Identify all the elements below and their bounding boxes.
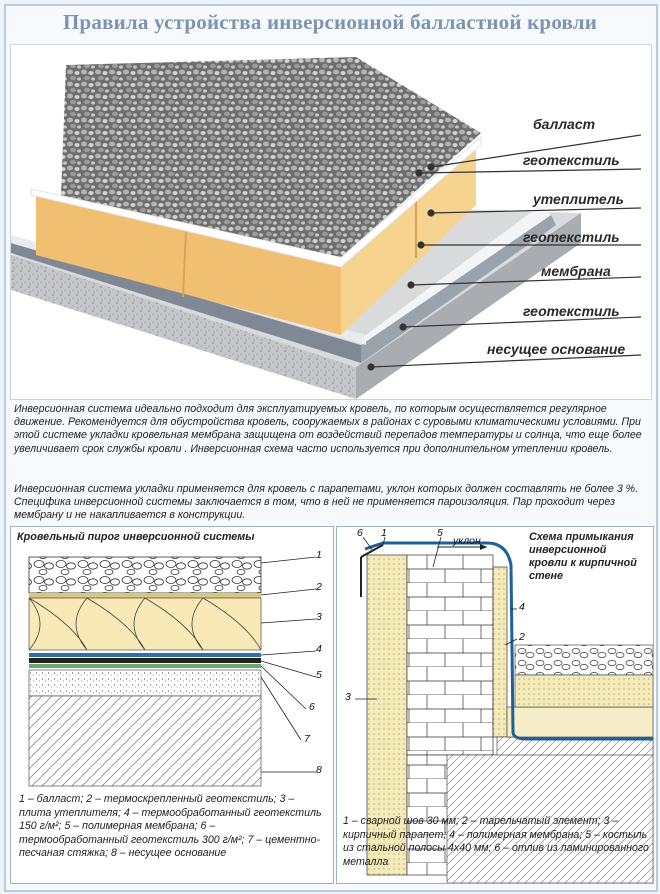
ballast-top: [61, 57, 481, 257]
paragraph-inversion-usage: Инверсионная система идеально подходит д…: [14, 403, 642, 455]
insulation-curves: [28, 597, 262, 651]
roof-ballast: [514, 644, 653, 676]
pie-num-3: 3: [316, 611, 322, 623]
parapet-num-4: 4: [519, 601, 525, 613]
insulation-joint: [182, 229, 187, 298]
membrane-side: [361, 215, 556, 363]
layer-geotextile-150: [29, 653, 261, 657]
label-insulation: утеплитель: [533, 191, 624, 207]
slope-arrowhead: [480, 544, 487, 550]
membrane-front: [11, 243, 361, 363]
layer-screed: [28, 669, 262, 697]
pie-num-4: 4: [316, 643, 322, 655]
parapet-num-3: 3: [345, 691, 351, 703]
parapet-plaster-right: [492, 566, 508, 738]
roof-base-slab: [446, 754, 653, 883]
insulation-side: [341, 145, 476, 335]
paragraph-inversion-specifics: Инверсионная система укладки применяется…: [14, 483, 639, 522]
pie-num-2: 2: [316, 581, 322, 593]
layer-geotextile-300: [29, 664, 261, 668]
label-base: несущее основание: [487, 341, 626, 357]
parapet-num-2: 2: [519, 631, 525, 643]
pie-num-6: 6: [309, 701, 315, 713]
parapet-brick: [406, 554, 494, 756]
pie-num-5: 5: [316, 669, 322, 681]
parapet-title: Схема примыкания инверсионной кровли к к…: [529, 531, 637, 582]
parapet-num-1: 1: [381, 527, 387, 539]
slope-label: уклон: [453, 535, 481, 547]
parapet-panel: Схема примыкания инверсионной кровли к к…: [336, 526, 654, 884]
flashing: [360, 544, 384, 597]
parapet-drawing: [355, 536, 653, 883]
pie-num-1: 1: [316, 549, 322, 561]
pie-num-7: 7: [304, 733, 310, 745]
roof-pie-drawing: [28, 556, 317, 787]
layer-membrane: [29, 658, 261, 663]
roof-layers-drawing: [11, 57, 642, 399]
pie-leaders: [260, 556, 317, 773]
base-side: [356, 213, 581, 399]
roof-screed: [514, 674, 653, 708]
layer-insulation: [28, 597, 262, 651]
label-geotextile-3: геотекстиль: [523, 303, 620, 319]
label-membrane: мембрана: [541, 263, 611, 279]
insulation-front: [36, 195, 341, 335]
leader-lines: [367, 134, 642, 371]
parapet-leaders: [355, 536, 518, 700]
roof-layers-illustration: балласт геотекстиль утеплитель геотексти…: [10, 44, 652, 400]
roof-pie-panel: Кровельный пирог инверсионной системы: [10, 526, 334, 884]
roof-pie-title: Кровельный пирог инверсионной системы: [17, 531, 255, 543]
parapet-num-5: 5: [437, 527, 443, 539]
parapet-caption: 1 – сварной шов 30 мм; 2 – тарельчатый э…: [343, 815, 649, 868]
page-title: Правила устройства инверсионной балластн…: [62, 10, 598, 34]
roof-insulation: [506, 706, 653, 738]
layer-geotextile-thermal: [29, 593, 261, 598]
label-geotextile-2: геотекстиль: [523, 229, 620, 245]
roof-pie-caption: 1 – балласт; 2 – термоскрепленный геотек…: [19, 793, 322, 860]
membrane-line: [364, 541, 653, 741]
layer-base: [28, 695, 262, 787]
base-front: [11, 255, 356, 399]
layer-ballast: [28, 556, 262, 594]
label-geotextile-1: геотекстиль: [523, 152, 620, 168]
geotextile-lower-side: [361, 205, 551, 345]
parapet-num-6: 6: [357, 527, 363, 539]
pie-num-8: 8: [316, 764, 322, 776]
label-ballast: балласт: [533, 116, 596, 132]
